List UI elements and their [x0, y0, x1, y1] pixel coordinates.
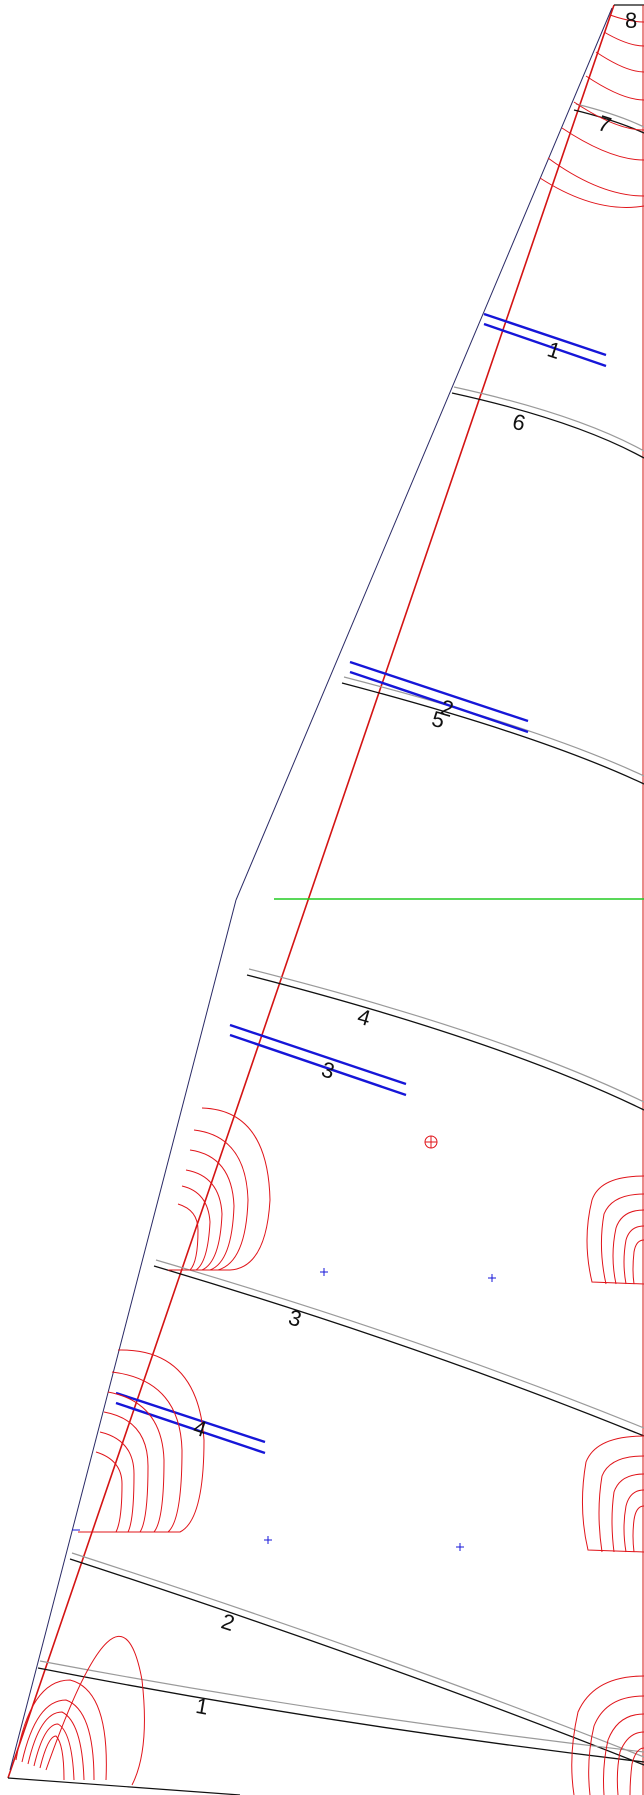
seam-3 — [153, 1265, 644, 1437]
seam-1-label: 1 — [194, 1693, 210, 1720]
batten-4 — [115, 1391, 266, 1455]
batten-pockets — [115, 312, 607, 1455]
batten-3 — [229, 1023, 407, 1097]
batten-2 — [349, 660, 529, 734]
drawing-labels: 8 7 1 6 2 5 4 3 3 4 2 1 — [190, 8, 637, 1720]
seam-4-label: 4 — [355, 1004, 374, 1031]
seam-7-label: 7 — [595, 110, 614, 138]
head-patch — [539, 14, 644, 208]
reef-patch-leech-upper — [586, 1175, 644, 1285]
target-circle-icon — [424, 1135, 438, 1149]
seam-2-offset — [71, 1552, 644, 1758]
foot-edge — [7, 1777, 241, 1795]
seam-5-label: 5 — [429, 706, 447, 733]
panel-seams — [37, 103, 644, 1766]
plus-marker-icon — [72, 1268, 496, 1551]
seam-3-label: 3 — [286, 1305, 305, 1332]
seam-1-offset — [39, 1660, 644, 1753]
luff-inner-line-lower — [9, 899, 237, 1771]
luff-edge — [7, 4, 615, 1779]
markers — [72, 1135, 496, 1551]
seam-4-offset — [248, 968, 644, 1103]
seam-2 — [69, 1558, 644, 1766]
seam-5-offset — [343, 676, 644, 777]
seam-6-label: 6 — [510, 409, 528, 436]
seam-7-offset — [575, 103, 644, 128]
clew-patch — [571, 1675, 644, 1795]
seam-4 — [246, 974, 644, 1111]
sail-outline — [7, 4, 644, 1795]
seam-2-label: 2 — [218, 1608, 237, 1636]
reef-patch-luff-upper — [168, 1107, 271, 1271]
batten-1 — [483, 312, 607, 368]
luff-inner-line — [235, 7, 613, 901]
seam-1 — [37, 1667, 644, 1763]
seam-7 — [573, 109, 644, 134]
top-corner-label: 8 — [625, 8, 637, 33]
reef-patch-leech-lower — [581, 1435, 644, 1553]
seam-6-offset — [453, 386, 644, 452]
reinforcement-patches — [15, 14, 644, 1795]
reef-patch-luff-lower — [78, 1349, 205, 1533]
seam-6 — [451, 392, 644, 459]
tack-patch — [15, 1635, 145, 1786]
seam-5 — [341, 682, 644, 785]
seam-3-offset — [155, 1259, 644, 1429]
